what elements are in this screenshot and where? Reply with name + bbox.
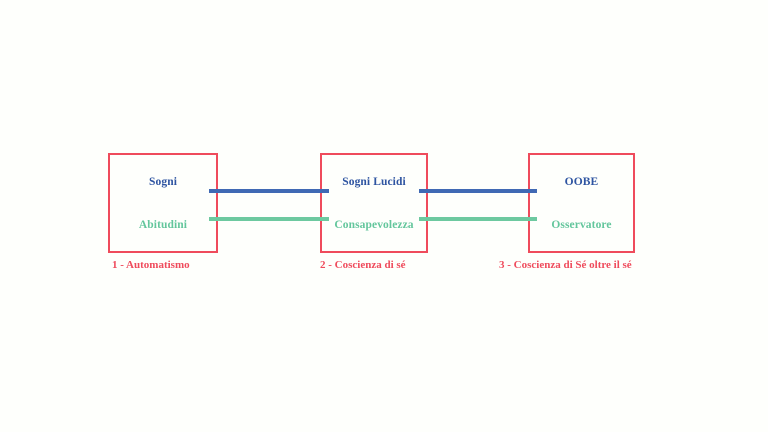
node-1-subtitle: Abitudini xyxy=(138,219,188,231)
node-3-caption: 3 - Coscienza di Sé oltre il sé xyxy=(499,259,632,271)
node-box-2[interactable] xyxy=(320,153,428,253)
node-1-title: Sogni xyxy=(149,176,177,188)
node-2-title: Sogni Lucidi xyxy=(342,176,406,188)
node-box-1[interactable] xyxy=(108,153,218,253)
node-3-title: OOBE xyxy=(564,176,599,188)
connector-blue-2-3 xyxy=(419,189,537,193)
node-2-subtitle: Consapevolezza xyxy=(334,219,414,231)
node-1-caption: 1 - Automatismo xyxy=(112,259,190,271)
node-2-caption: 2 - Coscienza di sé xyxy=(320,259,406,271)
connector-blue-1-2 xyxy=(209,189,329,193)
node-3-subtitle: Osservatore xyxy=(551,219,612,231)
connector-green-2-3 xyxy=(419,217,537,221)
connector-green-1-2 xyxy=(209,217,329,221)
node-box-3[interactable] xyxy=(528,153,635,253)
